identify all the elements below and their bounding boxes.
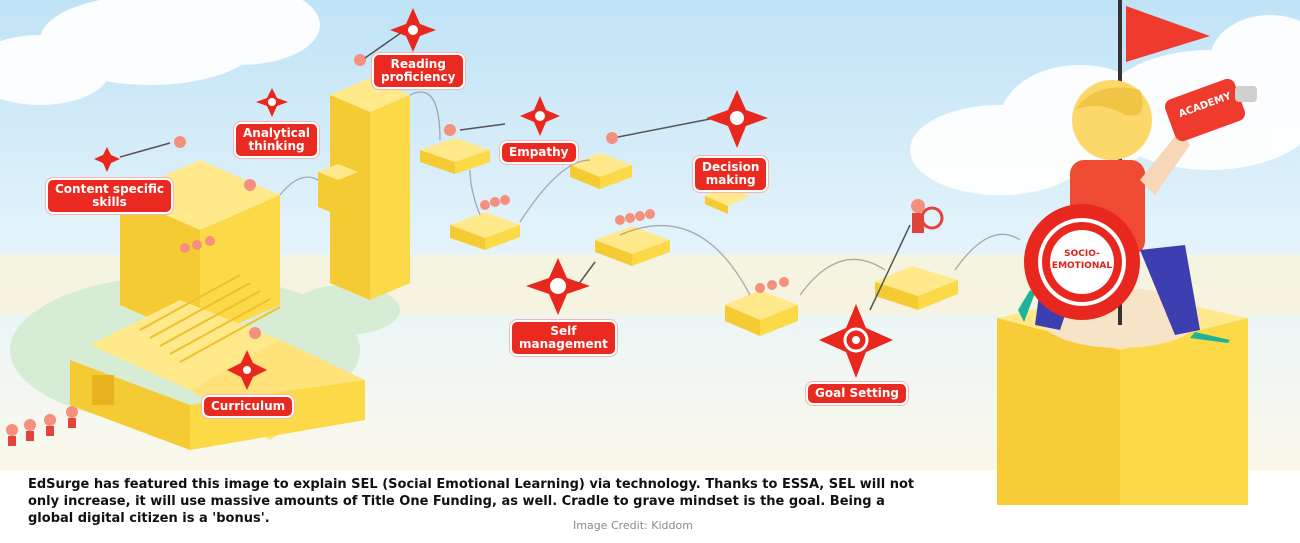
image-credit: Image Credit: Kiddom: [573, 519, 693, 532]
label-decision-making: Decision making: [695, 158, 767, 190]
label-self-management: Self management: [512, 322, 615, 354]
target-icon: [843, 327, 869, 353]
icon-centers: [243, 25, 744, 374]
jump-arcs: [279, 91, 1021, 296]
label-curriculum: Curriculum: [204, 397, 293, 416]
label-goal-setting: Goal Setting: [808, 384, 906, 403]
academy-student: [1018, 0, 1257, 343]
caption-text: EdSurge has featured this image to expla…: [28, 477, 915, 526]
label-empathy: Empathy: [502, 143, 576, 162]
floating-tiles: [420, 138, 958, 336]
label-analytical-thinking: Analytical thinking: [236, 124, 318, 156]
label-reading-proficiency: Reading proficiency: [374, 55, 463, 87]
label-content-specific-skills: Content specific skills: [48, 180, 172, 212]
grapple-lines: [119, 29, 911, 311]
flag-icon: [1126, 6, 1210, 62]
student-figures: [6, 54, 944, 446]
socio-emotional-badge-text: SOCIO- EMOTIONAL: [1051, 249, 1113, 271]
left-blocks: [70, 78, 410, 450]
pedestal: [997, 288, 1248, 505]
